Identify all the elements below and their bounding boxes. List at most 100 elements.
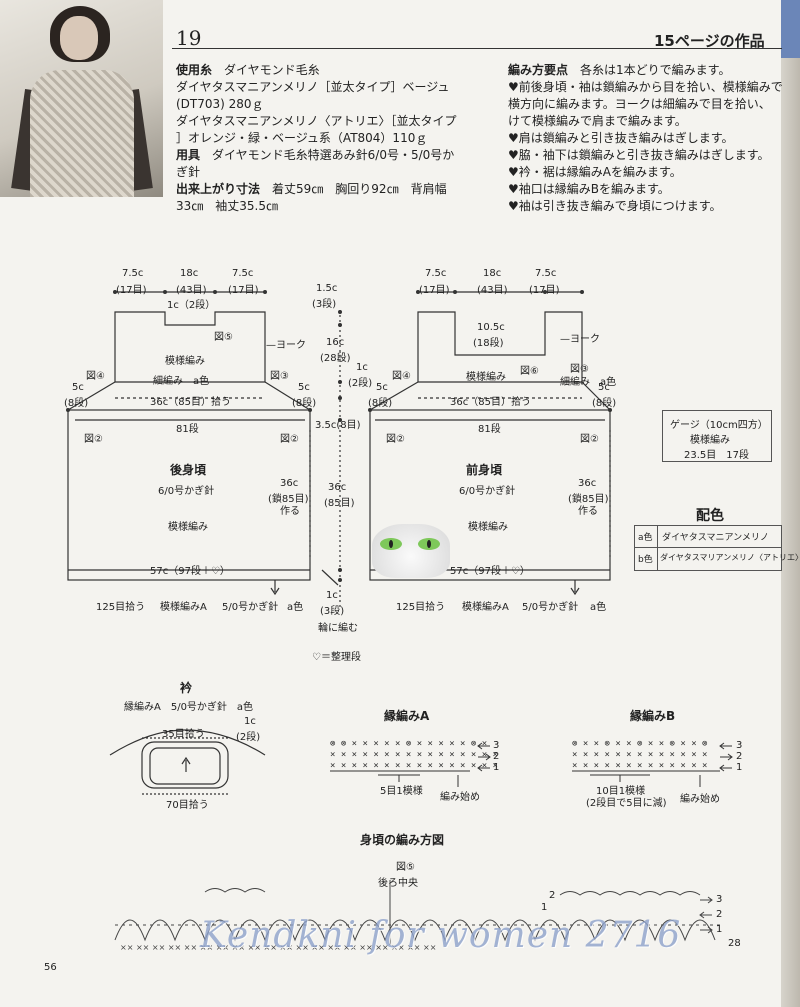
front-pattern: 模様編み bbox=[466, 372, 506, 383]
center-v6: 1c bbox=[326, 590, 338, 601]
back-top-mid: 18c bbox=[180, 268, 199, 279]
center-v1-sub: (3段) bbox=[312, 299, 337, 310]
collar-side: 1c bbox=[244, 716, 256, 727]
back-fig3: 図③ bbox=[270, 371, 289, 382]
back-fig2-right: 図② bbox=[280, 434, 299, 445]
front-top-left: 7.5c bbox=[425, 268, 447, 279]
points-item: ♥肩は鎖編みと引き抜き編みはぎします。 bbox=[508, 131, 734, 145]
svg-text:×× ×× ×× ×× ×× ×× ×× ×× ×× ××: ×× ×× ×× ×× ×× ×× ×× ×× ×× ×× ×× ×× ×× ×… bbox=[120, 943, 436, 952]
svg-text:× × × × × × × × × × × × ×: × × × × × × × × × × × × × bbox=[572, 761, 707, 771]
back-arm-r: 5c bbox=[298, 382, 310, 393]
edge-a-start: 編み始め bbox=[440, 792, 480, 803]
back-side2: (鎖85目) bbox=[268, 494, 309, 505]
gauge-title: ゲージ（10cm四方） bbox=[670, 420, 768, 431]
model-photo bbox=[0, 0, 163, 197]
svg-text:⊗ × × ⊗ × × ⊗ × × ⊗ × × ⊗: ⊗ × × ⊗ × × ⊗ × × ⊗ × × ⊗ bbox=[572, 739, 707, 749]
points-item: ♥前後身頃・袖は鎖編みから目を拾い、模様編みで bbox=[508, 80, 783, 94]
gauge-line1: 模様編み bbox=[690, 435, 730, 446]
edge-b-row1: 1 bbox=[736, 762, 743, 773]
color-a-value: ダイヤタスマニアンメリノ bbox=[662, 533, 769, 543]
front-sc: 細編み a色 bbox=[560, 377, 617, 388]
gauge-line2: 23.5目 17段 bbox=[684, 450, 749, 461]
front-pickup: 36c（85目）拾う bbox=[450, 397, 531, 408]
points-item: ♥衿・裾は縁編みAを編みます。 bbox=[508, 165, 682, 179]
color-a-key: a色 bbox=[638, 533, 653, 543]
back-title: 後身頃 bbox=[170, 463, 207, 477]
points-item: ♥袖口は縁編みBを編みます。 bbox=[508, 182, 670, 196]
front-rows81: 81段 bbox=[478, 424, 501, 435]
edge-a-row1: 1 bbox=[493, 762, 500, 773]
back-yoke: —ヨーク bbox=[266, 340, 306, 351]
chart-fig: 図⑤ bbox=[396, 862, 415, 873]
back-sc: 細編み a色 bbox=[153, 376, 210, 387]
chart-marker-1: 1 bbox=[541, 902, 548, 913]
svg-text:× × × × × × × × × × × × × × ×: × × × × × × × × × × × × × × × × bbox=[330, 761, 498, 771]
back-arm-l-sub: (8段) bbox=[64, 398, 89, 409]
edge-a-repeat: 5目1模様 bbox=[380, 786, 423, 797]
back-side3: 作る bbox=[280, 506, 300, 517]
back-top-left-sub: (17目) bbox=[116, 285, 147, 296]
center-v6-sub: (3段) bbox=[320, 606, 345, 617]
back-fig2-left: 図② bbox=[84, 434, 103, 445]
cat-face-image bbox=[372, 524, 450, 578]
colors-table bbox=[634, 525, 782, 571]
collar-side-sub: (2段) bbox=[236, 732, 261, 743]
front-yoke: —ヨーク bbox=[560, 334, 600, 345]
page-reference: 15ページの作品 bbox=[654, 32, 765, 50]
center-v3: 1c bbox=[356, 362, 368, 373]
back-top-right-sub: (17目) bbox=[228, 285, 259, 296]
size-line2: 33㎝ 袖丈35.5㎝ bbox=[176, 199, 278, 213]
back-rows81: 81段 bbox=[176, 424, 199, 435]
center-v3-sub: (2段) bbox=[348, 378, 373, 389]
front-arm-r: 5c bbox=[598, 382, 610, 393]
front-side1: 36c bbox=[578, 478, 597, 489]
front-hem: 57c（97段＋♡） bbox=[450, 566, 530, 577]
chart-title: 身頃の編み方図 bbox=[360, 833, 445, 847]
svg-text:× × × × × × × × × × × × × × ×: × × × × × × × × × × × × × × × × bbox=[330, 750, 498, 760]
center-v1: 1.5c bbox=[316, 283, 338, 294]
back-body-pattern: 模様編み bbox=[168, 522, 208, 533]
color-b-value: ダイヤタスマリアンメリノ〈アトリエ〉 bbox=[660, 553, 800, 562]
center-v5: 36c bbox=[328, 482, 347, 493]
front-fig3: 図③ bbox=[570, 364, 589, 375]
collar-sub: 縁編みA 5/0号かぎ針 a色 bbox=[124, 702, 254, 713]
collar-title: 衿 bbox=[180, 681, 193, 695]
front-bottom4: a色 bbox=[590, 602, 607, 613]
front-title: 前身頃 bbox=[466, 463, 503, 477]
front-body-pattern: 模様編み bbox=[468, 522, 508, 533]
edge-b-row2: 2 bbox=[736, 751, 743, 762]
svg-text:⊗ ⊗ × × × × × ⊗ × × × × × ⊗: ⊗ ⊗ × × × × × ⊗ × × × × × ⊗ × bbox=[330, 739, 487, 749]
back-pickup: 36c（85目）拾う bbox=[150, 397, 231, 408]
center-v5-sub: (85目) bbox=[324, 498, 355, 509]
collar-bottom: 70目拾う bbox=[166, 800, 209, 811]
chart-center: 後ろ中央 bbox=[378, 878, 418, 889]
size-line1: 出来上がり寸法 着丈59㎝ 胸回り92㎝ 背肩幅 bbox=[176, 182, 447, 196]
points-item: ♥袖は引き抜き編みで身頃につけます。 bbox=[508, 199, 722, 213]
front-top-left-sub: (17目) bbox=[419, 285, 450, 296]
tools-line2: ぎ針 bbox=[176, 165, 201, 179]
back-fig5: 図⑤ bbox=[214, 332, 233, 343]
edge-b-row3: 3 bbox=[736, 740, 743, 751]
back-bottom3: 5/0号かぎ針 bbox=[222, 602, 279, 613]
center-note: ♡＝整理段 bbox=[312, 652, 361, 663]
back-bottom1: 125目拾う bbox=[96, 602, 146, 613]
center-v4: 3.5c(8目) bbox=[315, 420, 361, 431]
chart-row28: 28 bbox=[728, 938, 741, 949]
materials-yarn: 使用糸 ダイヤモンド毛糸 bbox=[176, 63, 320, 77]
edge-a-row2: 2 bbox=[493, 751, 500, 762]
front-neck-sub: (18段) bbox=[473, 338, 504, 349]
materials-line4: ］オレンジ・緑・ベージュ系（AT804）110ｇ bbox=[176, 131, 428, 145]
blue-tab bbox=[781, 0, 800, 58]
front-bottom2: 模様編みA bbox=[462, 602, 509, 613]
back-arm-r-sub: (8段) bbox=[292, 398, 317, 409]
front-needle: 6/0号かぎ針 bbox=[459, 486, 516, 497]
collar-top: 35目拾う bbox=[162, 729, 205, 740]
back-hem: 57c（97段＋♡） bbox=[150, 566, 230, 577]
colors-title: 配色 bbox=[696, 508, 724, 524]
back-needle: 6/0号かぎ針 bbox=[158, 486, 215, 497]
tools-line1: 用具 ダイヤモンド毛糸特選あみ針6/0号・5/0号か bbox=[176, 148, 455, 162]
back-side1: 36c bbox=[280, 478, 299, 489]
back-top-mid-sub: (43目) bbox=[176, 285, 207, 296]
